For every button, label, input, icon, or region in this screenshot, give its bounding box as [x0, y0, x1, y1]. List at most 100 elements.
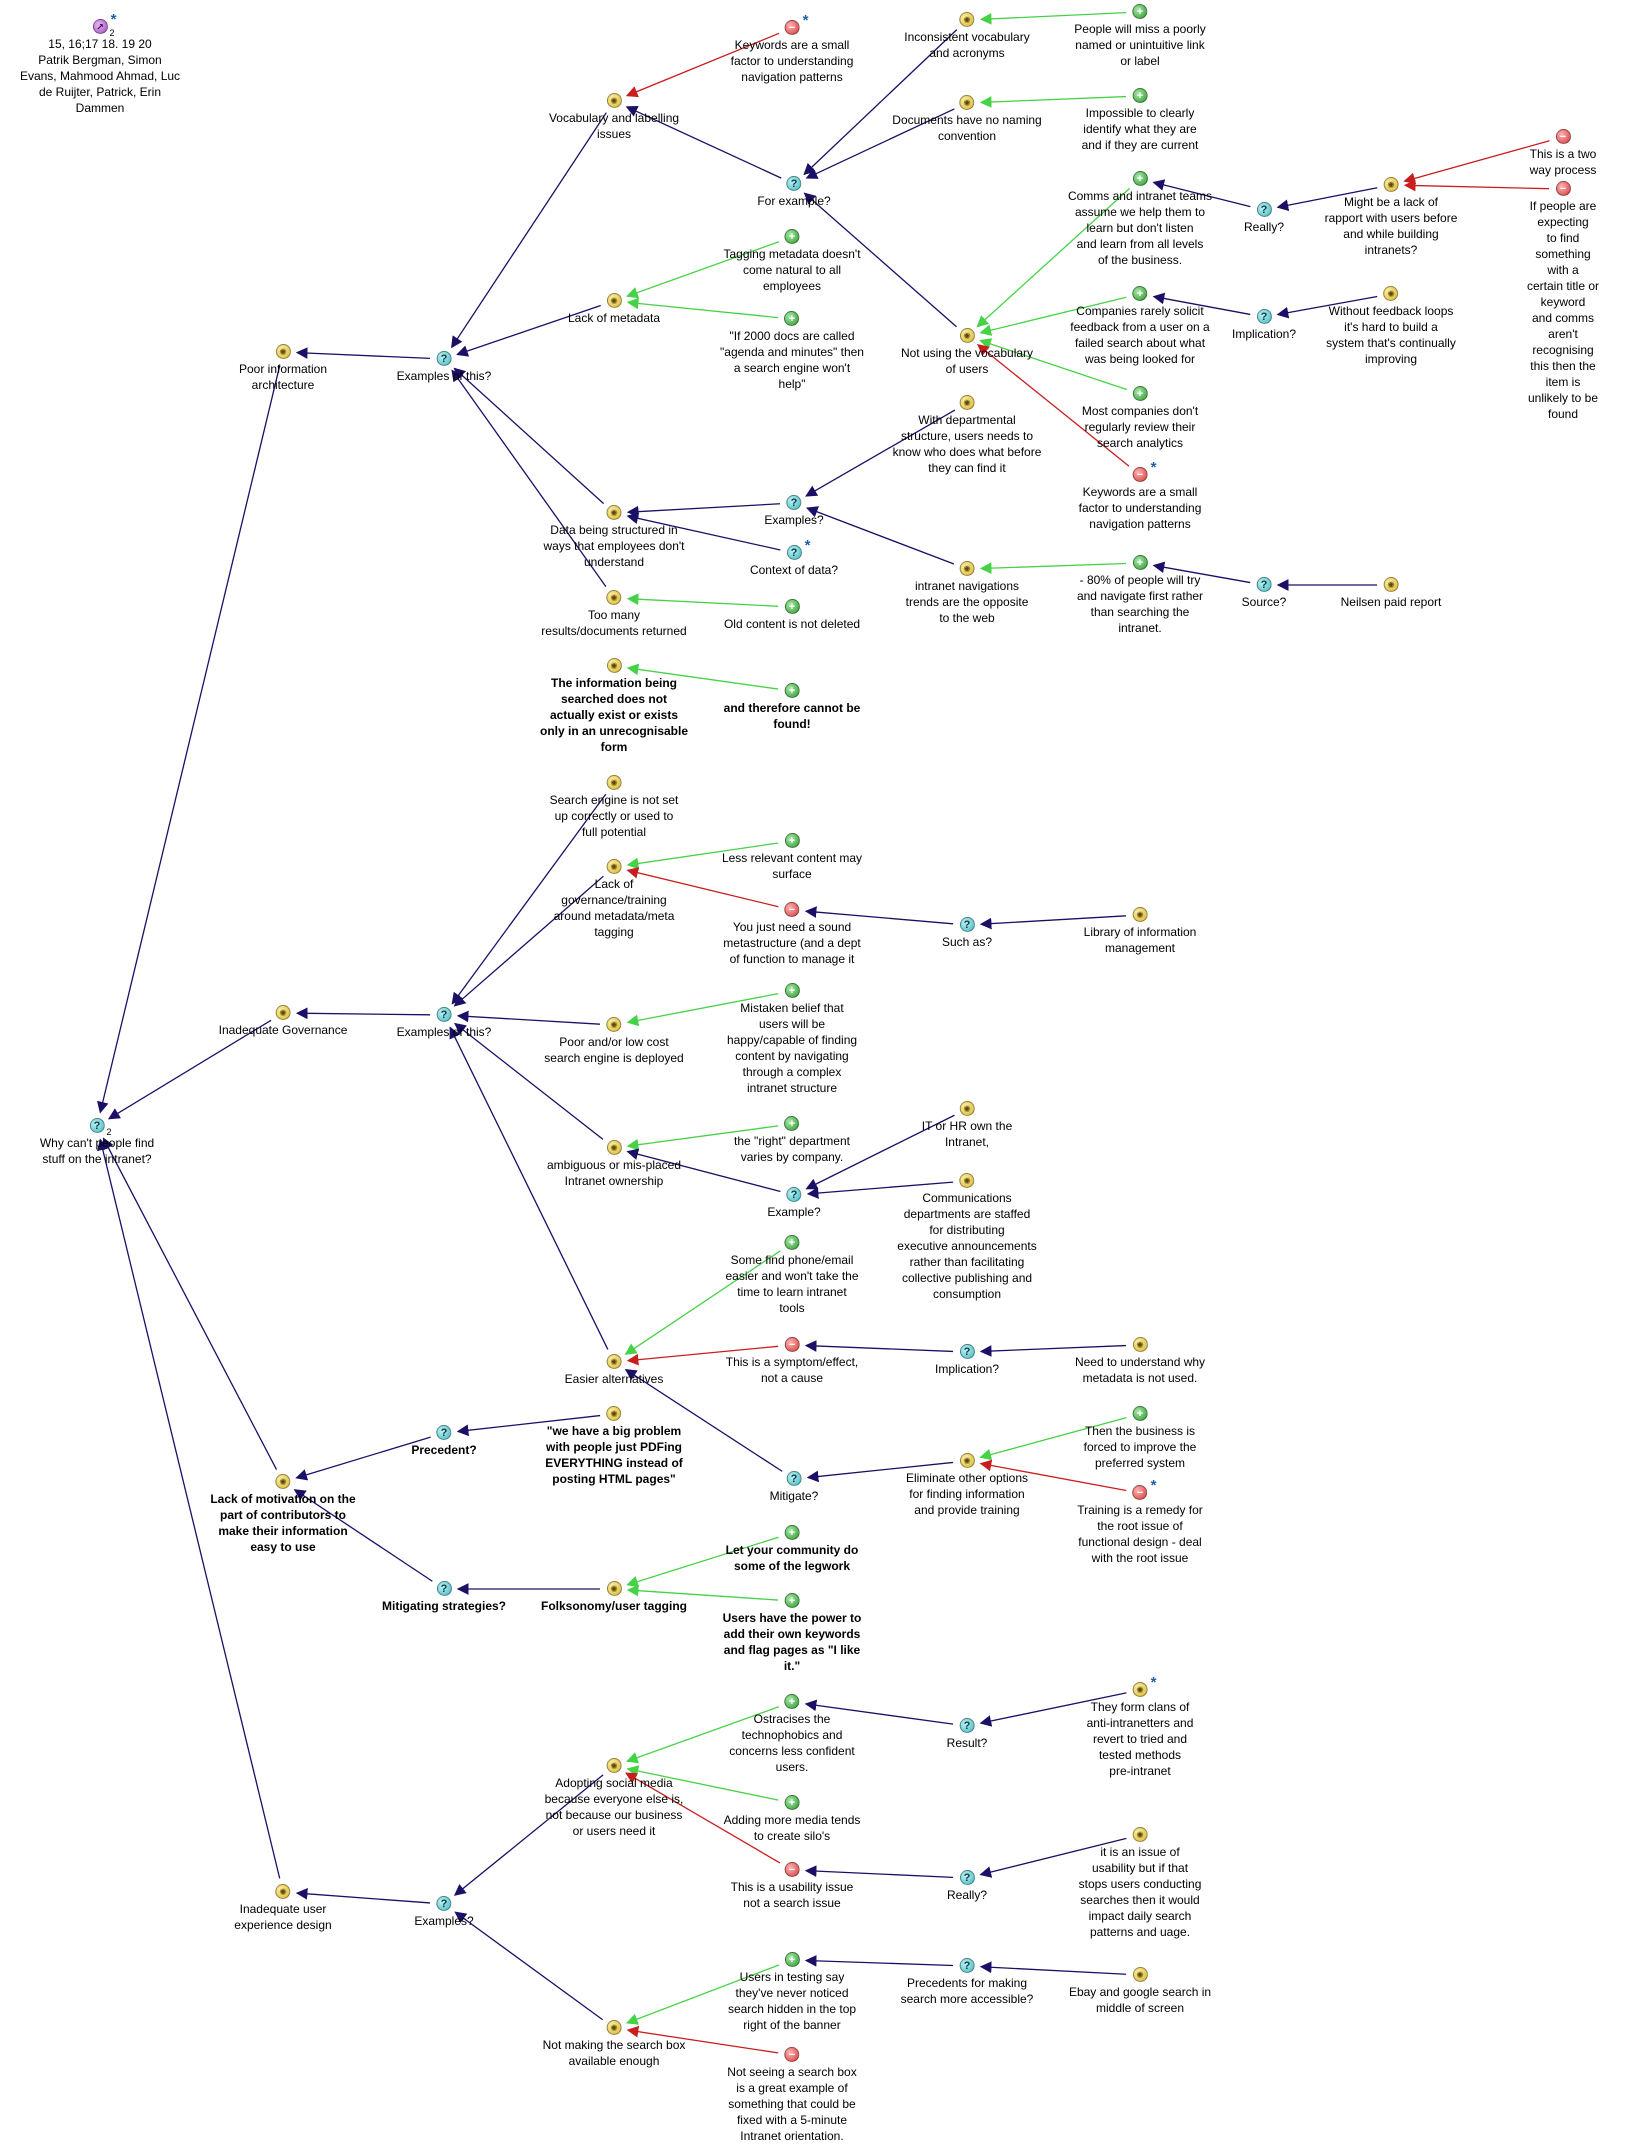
map-node-too-many[interactable]: ✺Too many results/documents returned — [541, 589, 687, 639]
map-node-such-as[interactable]: ?Such as? — [942, 916, 992, 950]
map-node-sound-meta[interactable]: −You just need a sound metastructure (an… — [723, 901, 861, 967]
map-node-pdfing[interactable]: ✺"we have a big problem with people just… — [545, 1405, 683, 1487]
map-node-community[interactable]: +Let your community do some of the legwo… — [726, 1524, 858, 1574]
map-node-precedents-q[interactable]: ?Precedents for making search more acces… — [901, 1957, 1033, 2007]
map-node-really2[interactable]: ?Really? — [947, 1869, 987, 1903]
map-node-understand-why[interactable]: ✺Need to understand why metadata is not … — [1075, 1336, 1205, 1386]
map-node-docs-2000[interactable]: +"If 2000 docs are called "agenda and mi… — [720, 310, 864, 392]
map-node-mitigate[interactable]: ?Mitigate? — [770, 1470, 818, 1504]
map-node-feedback-loops[interactable]: ✺Without feedback loops it's hard to bui… — [1326, 285, 1456, 367]
map-node-silos[interactable]: +Adding more media tends to create silo'… — [723, 1794, 861, 1844]
map-node-dept-structure[interactable]: ✺With departmental structure, users need… — [893, 394, 1041, 476]
map-node-library[interactable]: ✺Library of information management — [1083, 906, 1197, 956]
map-node-rapport[interactable]: ✺Might be a lack of rapport with users b… — [1325, 176, 1457, 258]
map-node-not-making[interactable]: ✺Not making the search box available eno… — [543, 2019, 685, 2069]
map-node-usability-but[interactable]: ✺it is an issue of usability but if that… — [1078, 1826, 1202, 1940]
map-node-ex2[interactable]: ?Examples of this? — [397, 1006, 491, 1040]
map-node-not-vocab[interactable]: ✺Not using the vocabulary of users — [901, 327, 1033, 377]
map-node-phone-email[interactable]: +Some find phone/email easier and won't … — [725, 1234, 859, 1316]
map-node-ebay-google[interactable]: ✺Ebay and google search in middle of scr… — [1069, 1966, 1211, 2016]
map-node-example-q[interactable]: ?Example? — [767, 1186, 821, 1220]
plus-icon: + — [784, 1525, 800, 1540]
map-node-really1[interactable]: ?Really? — [1244, 201, 1284, 235]
map-node-ambiguous[interactable]: ✺ambiguous or mis-placed Intranet owners… — [547, 1139, 681, 1189]
map-node-precedent[interactable]: ?Precedent? — [411, 1424, 477, 1458]
map-node-expecting[interactable]: −If people are expecting to find somethi… — [1525, 180, 1601, 422]
map-node-poor-ia[interactable]: ✺Poor information architecture — [239, 343, 327, 393]
node-label: and therefore cannot be found! — [723, 701, 861, 731]
map-node-less-relevant[interactable]: +Less relevant content may surface — [722, 832, 862, 882]
map-node-it-hr[interactable]: ✺IT or HR own the Intranet, — [922, 1100, 1012, 1150]
map-node-neilsen[interactable]: ✺Neilsen paid report — [1341, 576, 1441, 610]
map-node-tagging-meta[interactable]: +Tagging metadata doesn't come natural t… — [723, 228, 861, 294]
map-node-implication1[interactable]: ?Implication? — [1232, 308, 1296, 342]
map-node-business-forced[interactable]: +Then the business is forced to improve … — [1084, 1405, 1196, 1471]
map-node-result-q[interactable]: ?Result? — [947, 1717, 987, 1751]
map-node-old-content[interactable]: +Old content is not deleted — [724, 598, 860, 632]
map-node-mistaken[interactable]: +Mistaken belief that users will be happ… — [727, 982, 857, 1096]
map-node-rarely-solicit[interactable]: +Companies rarely solicit feedback from … — [1070, 285, 1210, 367]
map-node-training-remedy[interactable]: −*Training is a remedy for the root issu… — [1077, 1478, 1203, 1566]
map-node-data-struct[interactable]: ✺Data being structured in ways that empl… — [543, 504, 685, 570]
map-node-lack-gov[interactable]: ✺Lack of governance/training around meta… — [554, 858, 674, 940]
map-node-eighty-pct[interactable]: +- 80% of people will try and navigate f… — [1077, 554, 1203, 636]
map-node-source-q[interactable]: ?Source? — [1242, 576, 1286, 610]
map-node-lack-meta[interactable]: ✺Lack of metadata — [568, 292, 660, 326]
map-node-lack-motivation[interactable]: ✺Lack of motivation on the part of contr… — [210, 1473, 356, 1555]
map-node-inadequate-ux[interactable]: ✺Inadequate user experience design — [234, 1883, 332, 1933]
map-node-ex3[interactable]: ?Examples? — [414, 1895, 474, 1929]
question-icon: ? — [786, 545, 802, 560]
map-node-nav-trends[interactable]: ✺intranet navigations trends are the opp… — [906, 560, 1028, 626]
map-node-docs-naming[interactable]: ✺Documents have no naming convention — [892, 94, 1042, 144]
map-node-implication2[interactable]: ?Implication? — [935, 1343, 999, 1377]
map-node-mitigating[interactable]: ?Mitigating strategies? — [382, 1580, 506, 1614]
map-node-symptom[interactable]: −This is a symptom/effect, not a cause — [726, 1336, 858, 1386]
map-node-review-analytics[interactable]: +Most companies don't regularly review t… — [1082, 385, 1198, 451]
map-node-vocab[interactable]: ✺Vocabulary and labelling issues — [549, 92, 679, 142]
node-icon-wrap: ? — [786, 494, 802, 512]
map-node-poor-search[interactable]: ✺Poor and/or low cost search engine is d… — [544, 1016, 684, 1066]
minus-icon: − — [784, 1337, 800, 1352]
edge-link-example-q-to-ambiguous — [626, 1148, 781, 1193]
node-label: Adding more media tends to create silo's — [723, 1813, 861, 1843]
edge-link-really2-to-usability — [804, 1865, 954, 1879]
map-node-right-dept[interactable]: +the "right" department varies by compan… — [734, 1115, 850, 1165]
map-node-examples-q[interactable]: ?Examples? — [764, 494, 824, 528]
map-node-not-exist[interactable]: ✺The information being searched does not… — [540, 657, 688, 755]
map-node-for-example[interactable]: ?For example? — [757, 175, 831, 209]
node-icon-wrap: ✺ — [606, 589, 622, 607]
node-icon-wrap: ✺* — [1132, 1675, 1156, 1699]
map-node-social-media[interactable]: ✺Adopting social media because everyone … — [545, 1757, 683, 1839]
map-node-ostracises[interactable]: +Ostracises the technophobics and concer… — [729, 1693, 855, 1775]
edge-link-ex1-to-poor-ia — [295, 347, 431, 360]
map-node-usability[interactable]: −This is a usability issue not a search … — [731, 1861, 853, 1911]
map-node-clans[interactable]: ✺*They form clans of anti-intranetters a… — [1087, 1675, 1194, 1779]
node-label: Library of information management — [1083, 925, 1197, 955]
map-node-never-noticed[interactable]: +Users in testing say they've never noti… — [728, 1951, 856, 2033]
map-node-not-seeing[interactable]: −Not seeing a search box is a great exam… — [727, 2046, 857, 2144]
edge-con-kw-small1-to-vocab — [625, 32, 780, 98]
map-node-inadequate-gov[interactable]: ✺Inadequate Governance — [219, 1004, 347, 1038]
map-node-impossible[interactable]: +Impossible to clearly identify what the… — [1082, 87, 1198, 153]
map-node-cannot-found[interactable]: +and therefore cannot be found! — [723, 682, 861, 732]
node-label: it is an issue of usability but if that … — [1078, 1845, 1202, 1939]
map-node-inconsistent[interactable]: ✺Inconsistent vocabulary and acronyms — [904, 11, 1030, 61]
map-node-folksonomy[interactable]: ✺Folksonomy/user tagging — [541, 1580, 687, 1614]
map-node-easier-alt[interactable]: ✺Easier alternatives — [565, 1353, 663, 1387]
map-node-comms-teams[interactable]: +Comms and intranet teams assume we help… — [1068, 170, 1212, 268]
map-node-ex1[interactable]: ?Examples of this? — [397, 350, 491, 384]
map-node-context-q[interactable]: ?*Context of data? — [750, 538, 838, 578]
plus-icon: + — [784, 311, 800, 326]
map-node-people-miss[interactable]: +People will miss a poorly named or unin… — [1074, 3, 1206, 69]
map-node-power-keywords[interactable]: +Users have the power to add their own k… — [723, 1592, 861, 1674]
node-label: Inadequate user experience design — [234, 1902, 332, 1932]
map-node-search-engine[interactable]: ✺Search engine is not set up correctly o… — [550, 774, 678, 840]
edge-link-data-struct-to-ex1 — [453, 367, 605, 505]
map-node-kw-small1[interactable]: −*Keywords are a small factor to underst… — [731, 13, 854, 85]
map-node-kw-small2[interactable]: −*Keywords are a small factor to underst… — [1079, 460, 1202, 532]
map-node-two-way[interactable]: −This is a two way process — [1525, 128, 1601, 178]
map-node-comms-depts[interactable]: ✺Communications departments are staffed … — [897, 1172, 1037, 1302]
map-node-eliminate[interactable]: ✺Eliminate other options for finding inf… — [906, 1452, 1028, 1518]
